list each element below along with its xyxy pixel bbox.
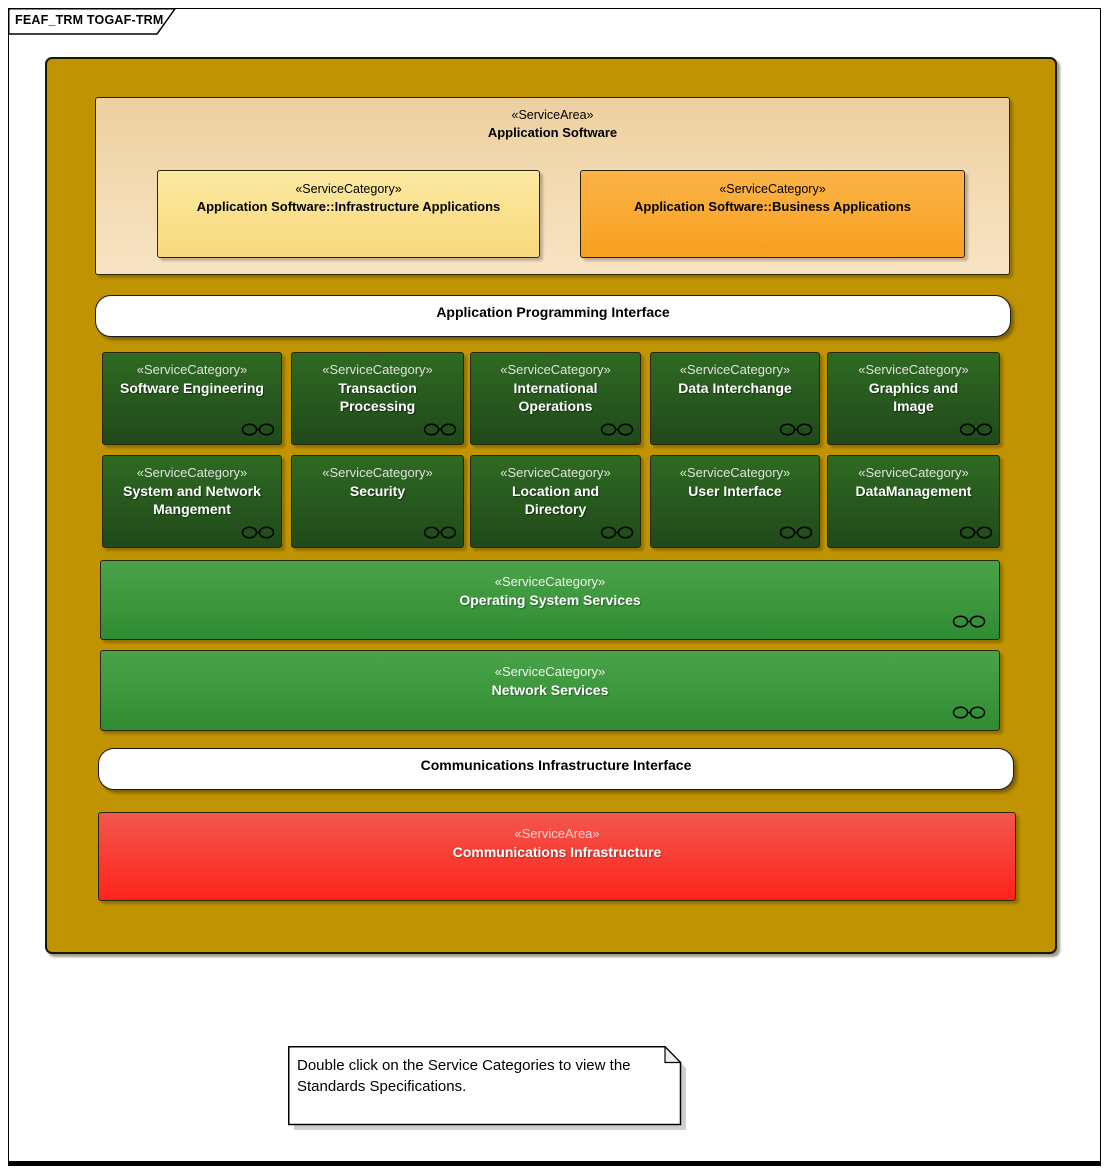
stereotype-label: «ServiceCategory» xyxy=(322,465,433,480)
note-text: Double click on the Service Categories t… xyxy=(297,1057,631,1095)
element-name: Application Software::Infrastructure App… xyxy=(196,198,501,214)
element-name: Application Software xyxy=(487,124,618,140)
stereotype-label: «ServiceCategory» xyxy=(295,182,402,196)
service-category-software-engineering[interactable]: «ServiceCategory» Software Engineering xyxy=(102,352,282,445)
note-shape-icon xyxy=(288,1046,686,1130)
service-category-data-interchange[interactable]: «ServiceCategory» Data Interchange xyxy=(650,352,820,445)
stereotype-label: «ServiceCategory» xyxy=(500,465,611,480)
composite-diagram-icon xyxy=(423,526,457,539)
stereotype-label: «ServiceCategory» xyxy=(679,362,791,377)
communications-infrastructure-interface-bar[interactable]: Communications Infrastructure Interface xyxy=(98,748,1014,790)
element-name: Location and Directory xyxy=(511,482,600,518)
bar-label: Application Programming Interface xyxy=(436,304,670,320)
service-category-location-and-directory[interactable]: «ServiceCategory» Location and Directory xyxy=(470,455,641,548)
service-category-infrastructure-applications[interactable]: «ServiceCategory» Application Software::… xyxy=(157,170,540,258)
service-category-international-operations[interactable]: «ServiceCategory» International Operatio… xyxy=(470,352,641,445)
composite-diagram-icon xyxy=(600,423,634,436)
element-name: Data Interchange xyxy=(678,379,792,396)
stereotype-label: «ServiceCategory» xyxy=(136,362,248,377)
element-name: Network Services xyxy=(491,681,609,698)
stereotype-label: «ServiceCategory» xyxy=(858,362,969,377)
element-name: Operating System Services xyxy=(459,591,641,608)
stereotype-label: «ServiceCategory» xyxy=(500,362,611,377)
element-name: Application Software::Business Applicati… xyxy=(634,198,911,214)
stereotype-label: «ServiceCategory» xyxy=(679,465,791,480)
stereotype-label: «ServiceCategory» xyxy=(494,664,606,679)
composite-diagram-icon xyxy=(959,423,993,436)
element-name: Transaction Processing xyxy=(338,379,417,415)
composite-diagram-icon xyxy=(423,423,457,436)
stereotype-label: «ServiceCategory» xyxy=(858,465,969,480)
composite-diagram-icon xyxy=(952,615,986,628)
diagram-frame xyxy=(8,8,1101,1166)
application-programming-interface-bar[interactable]: Application Programming Interface xyxy=(95,295,1011,337)
stereotype-label: «ServiceCategory» xyxy=(322,362,433,377)
stereotype-label: «ServiceCategory» xyxy=(494,574,606,589)
folded-corner-icon xyxy=(664,1046,682,1064)
stereotype-label: «ServiceCategory» xyxy=(136,465,248,480)
stereotype-label: «ServiceCategory» xyxy=(719,182,826,196)
element-name: System and Network Mangement xyxy=(123,482,261,518)
bar-label: Communications Infrastructure Interface xyxy=(420,757,692,773)
stereotype-label: «ServiceArea» xyxy=(514,826,600,841)
element-name: Graphics and Image xyxy=(868,379,959,415)
service-category-network-services[interactable]: «ServiceCategory» Network Services xyxy=(100,650,1000,731)
composite-diagram-icon xyxy=(241,423,275,436)
service-category-operating-system-services[interactable]: «ServiceCategory» Operating System Servi… xyxy=(100,560,1000,640)
diagram-title: FEAF_TRM TOGAF-TRM xyxy=(15,13,164,27)
element-name: International Operations xyxy=(513,379,598,415)
tab-shape-icon xyxy=(8,8,177,35)
service-category-system-and-network-mangement[interactable]: «ServiceCategory» System and Network Man… xyxy=(102,455,282,548)
service-category-datamanagement[interactable]: «ServiceCategory» DataManagement xyxy=(827,455,1000,548)
element-name: User Interface xyxy=(688,482,782,499)
element-name: Software Engineering xyxy=(120,379,264,396)
diagram-title-tab: FEAF_TRM TOGAF-TRM xyxy=(8,8,183,35)
composite-diagram-icon xyxy=(779,526,813,539)
element-name: DataManagement xyxy=(855,482,972,499)
composite-diagram-icon xyxy=(779,423,813,436)
service-category-transaction-processing[interactable]: «ServiceCategory» Transaction Processing xyxy=(291,352,464,445)
composite-diagram-icon xyxy=(952,706,986,719)
composite-diagram-icon xyxy=(959,526,993,539)
service-category-security[interactable]: «ServiceCategory» Security xyxy=(291,455,464,548)
composite-diagram-icon xyxy=(241,526,275,539)
stereotype-label: «ServiceArea» xyxy=(511,108,594,122)
service-category-user-interface[interactable]: «ServiceCategory» User Interface xyxy=(650,455,820,548)
element-name: Communications Infrastructure xyxy=(452,843,662,860)
composite-diagram-icon xyxy=(600,526,634,539)
service-area-communications-infrastructure[interactable]: «ServiceArea» Communications Infrastruct… xyxy=(98,812,1016,901)
service-category-business-applications[interactable]: «ServiceCategory» Application Software::… xyxy=(580,170,965,258)
service-category-graphics-and-image[interactable]: «ServiceCategory» Graphics and Image xyxy=(827,352,1000,445)
note: Double click on the Service Categories t… xyxy=(288,1046,688,1132)
element-name: Security xyxy=(349,482,406,499)
